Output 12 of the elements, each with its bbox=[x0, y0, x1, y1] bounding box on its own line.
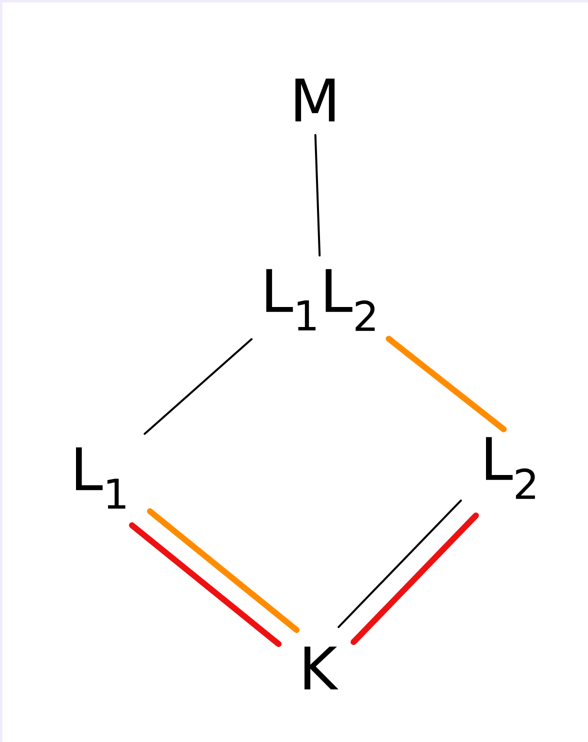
math-label: L$_{2}$ bbox=[486, 437, 535, 499]
line bbox=[314, 134, 321, 256]
line bbox=[386, 336, 507, 432]
line bbox=[144, 338, 253, 435]
line bbox=[146, 508, 300, 633]
line bbox=[338, 500, 462, 628]
math-label: K bbox=[304, 646, 338, 690]
math-label: L$_{1}$L$_{2}$ bbox=[266, 269, 375, 331]
math-label: M bbox=[295, 78, 335, 122]
line bbox=[350, 512, 479, 646]
line bbox=[128, 522, 282, 647]
math-label: L$_{1}$ bbox=[76, 447, 126, 509]
